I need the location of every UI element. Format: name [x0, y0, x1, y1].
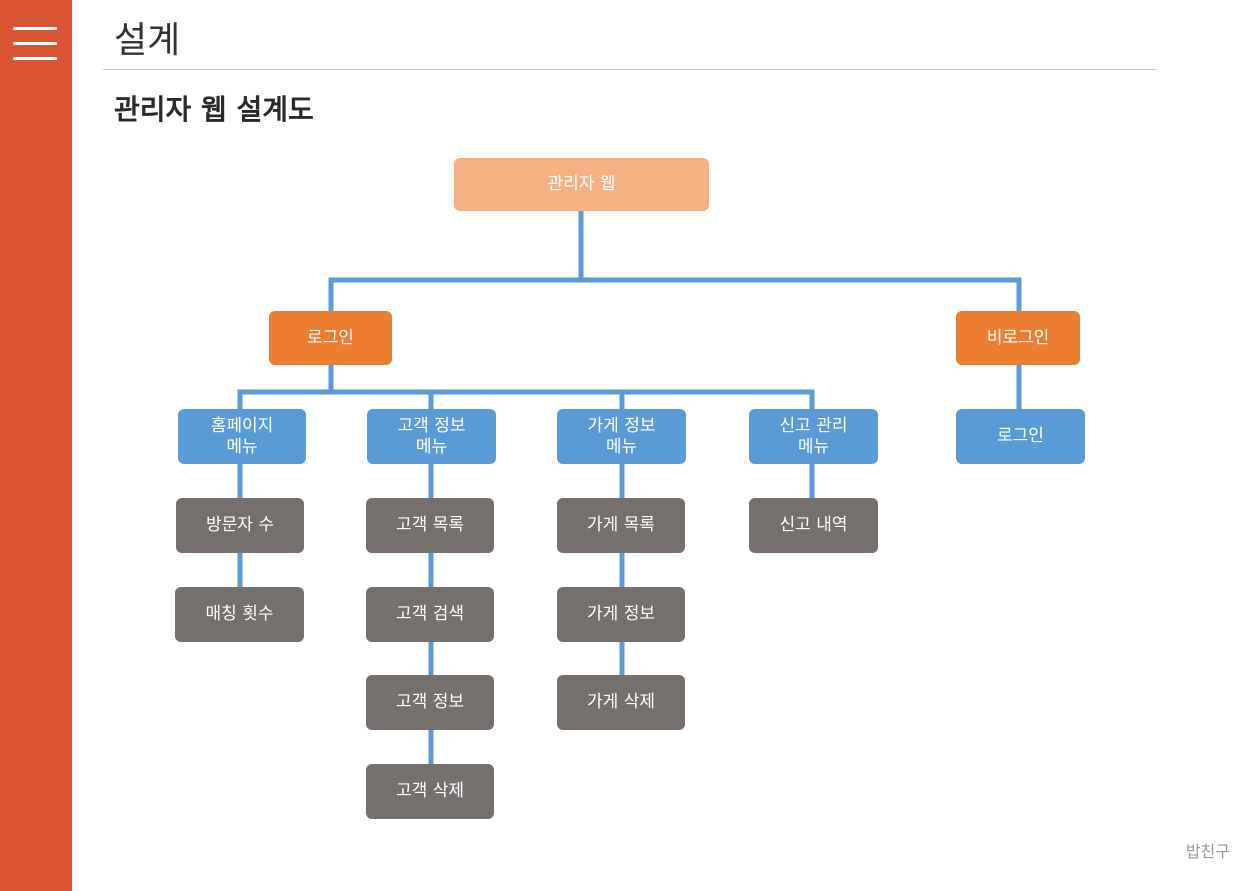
diagram-subtitle: 관리자 웹 설계도: [114, 93, 314, 126]
menu-bar: [13, 27, 57, 30]
footer-brand: 밥친구: [1185, 842, 1230, 861]
node-item-store-info: 가게 정보: [557, 587, 685, 642]
node-item-store-list: 가게 목록: [557, 498, 685, 553]
page-title: 설계: [114, 20, 181, 61]
node-item-matching-count: 매칭 횟수: [175, 587, 304, 642]
node-item-customer-list: 고객 목록: [366, 498, 494, 553]
node-item-customer-info: 고객 정보: [366, 675, 494, 730]
node-guest-login: 로그인: [956, 409, 1085, 464]
node-item-visitors: 방문자 수: [176, 498, 304, 553]
node-root: 관리자 웹: [454, 158, 709, 211]
node-item-store-delete: 가게 삭제: [557, 675, 685, 730]
menu-bar: [13, 57, 57, 60]
node-item-report-history: 신고 내역: [749, 498, 878, 553]
node-menu-customer: 고객 정보 메뉴: [367, 409, 496, 464]
node-item-customer-search: 고객 검색: [366, 587, 494, 642]
node-item-customer-delete: 고객 삭제: [366, 764, 494, 819]
title-divider: [103, 69, 1156, 70]
node-menu-homepage: 홈페이지 메뉴: [178, 409, 306, 464]
hamburger-menu-icon[interactable]: [13, 27, 57, 61]
menu-bar: [13, 42, 57, 45]
node-guest-branch: 비로그인: [956, 311, 1080, 365]
node-menu-report: 신고 관리 메뉴: [749, 409, 878, 464]
sidebar: [0, 0, 72, 891]
node-login-branch: 로그인: [269, 311, 392, 365]
node-menu-store: 가게 정보 메뉴: [557, 409, 686, 464]
